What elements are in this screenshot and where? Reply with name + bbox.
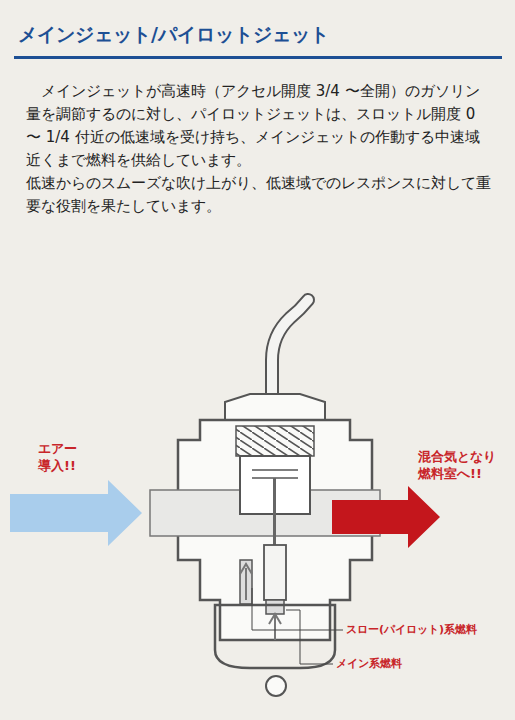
drain-plug (266, 676, 286, 696)
main-jet (266, 600, 284, 614)
cable-tube-inner (272, 300, 308, 400)
mixture-arrow (332, 486, 440, 548)
mixture-callout: 混合気となり 燃料室へ!! (418, 448, 503, 482)
heading: メインジェット/パイロットジェット (18, 22, 329, 48)
pilot-jet (240, 560, 252, 604)
title-rule (14, 56, 502, 59)
top-cap (225, 394, 325, 420)
float-bowl (215, 605, 335, 668)
air-callout: エアー 導入!! (38, 440, 93, 474)
cable-tube (272, 300, 308, 400)
needle-clip (252, 470, 298, 478)
part-label: メイン系燃料 (336, 656, 402, 671)
leader-line (252, 588, 343, 630)
air-arrow (10, 480, 142, 546)
leader-line (286, 610, 333, 664)
part-label: スロー(パイロット)系燃料 (346, 622, 477, 637)
needle-jet (264, 545, 286, 600)
pilot-flow-arrow (240, 564, 252, 600)
main-flow-arrow (269, 614, 281, 640)
body-paragraph: 低速からのスムーズな吹け上がり、低速域でのレスポンスに対して重要な役割を果たして… (26, 172, 492, 218)
body-paragraph: メインジェットが高速時（アクセル開度 3/4 〜全開）のガソリン量を調節するのに… (26, 80, 492, 172)
slide-spring (236, 426, 314, 456)
